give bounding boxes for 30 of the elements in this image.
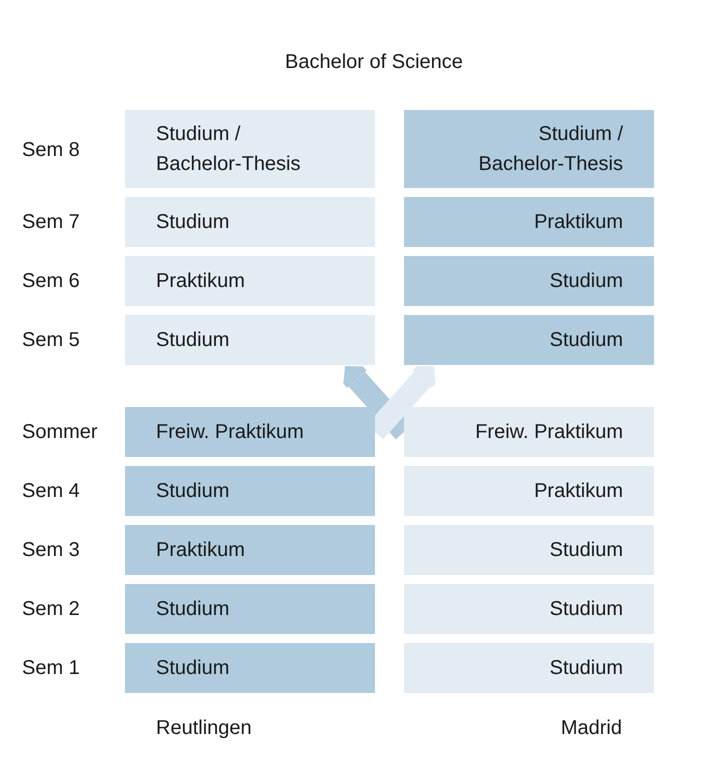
semester-box: Praktikum <box>404 197 654 247</box>
semester-box: Studium <box>125 643 375 693</box>
semester-label: Sem 3 <box>22 538 80 562</box>
semester-label: Sem 7 <box>22 210 80 234</box>
location-label: Madrid <box>560 716 622 740</box>
semester-box: Studium <box>404 643 654 693</box>
semester-box: Studium <box>125 466 375 516</box>
semester-box: Studium <box>404 256 654 306</box>
semester-label: Sem 2 <box>22 597 80 621</box>
semester-box: Praktikum <box>125 525 375 575</box>
semester-box: Studium <box>125 315 375 365</box>
semester-box: Freiw. Praktikum <box>404 407 654 457</box>
semester-box: Studium <box>404 584 654 634</box>
semester-box: Praktikum <box>404 466 654 516</box>
semester-label: Sem 8 <box>22 138 80 162</box>
semester-label: Sem 6 <box>22 269 80 293</box>
semester-box: Freiw. Praktikum <box>125 407 375 457</box>
semester-box: Studium <box>404 525 654 575</box>
semester-label: Sem 5 <box>22 328 80 352</box>
semester-box: Praktikum <box>125 256 375 306</box>
semester-box: Studium <box>125 584 375 634</box>
semester-box: Studium / Bachelor-Thesis <box>125 110 375 188</box>
semester-label: Sem 4 <box>22 479 80 503</box>
semester-box: Studium / Bachelor-Thesis <box>404 110 654 188</box>
semester-box: Studium <box>404 315 654 365</box>
diagram-title: Bachelor of Science <box>285 50 463 74</box>
semester-box: Studium <box>125 197 375 247</box>
semester-label: Sommer <box>22 420 98 444</box>
location-label: Reutlingen <box>156 716 252 740</box>
semester-label: Sem 1 <box>22 656 80 680</box>
